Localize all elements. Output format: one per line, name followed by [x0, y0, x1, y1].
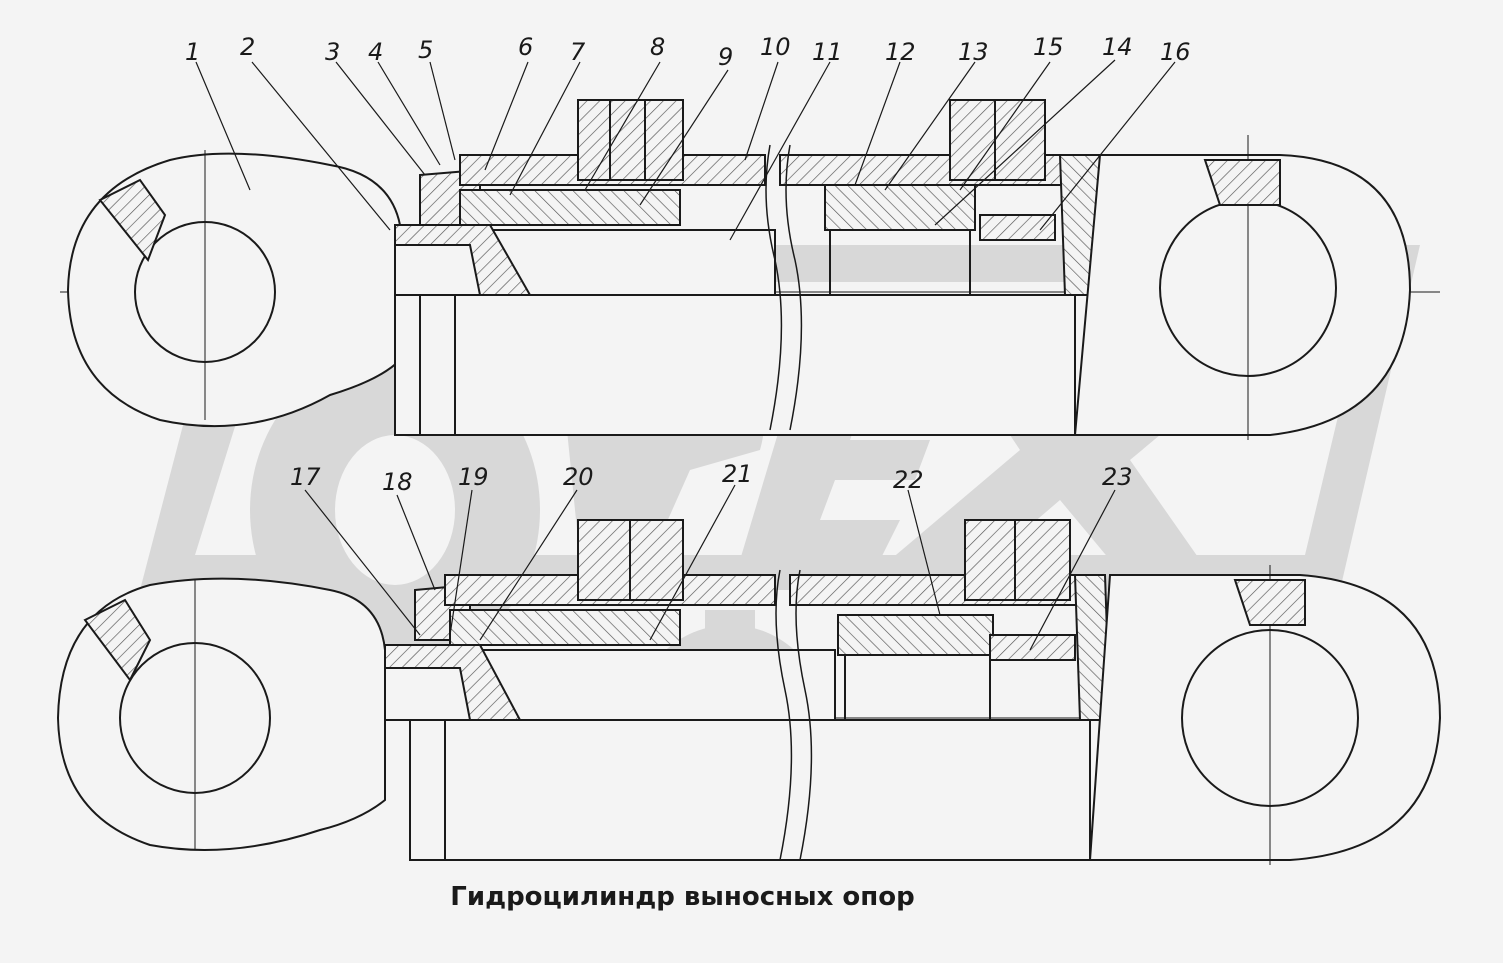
- part-label-17: 17: [290, 463, 321, 491]
- part-label-21: 21: [722, 460, 753, 488]
- part-label-6: 6: [518, 33, 533, 61]
- top-cylinder: [60, 99, 1440, 440]
- part-labels: 1 2 3 4 5 6 7 8 9 10 11 12 13 15 14 16 1…: [185, 33, 1191, 496]
- part-label-16: 16: [1160, 38, 1191, 66]
- part-label-5: 5: [418, 36, 433, 64]
- part-label-10: 10: [760, 33, 791, 61]
- leader-lines: [195, 59, 1176, 651]
- part-label-13: 13: [958, 38, 989, 66]
- part-label-12: 12: [885, 38, 916, 66]
- part-label-1: 1: [185, 38, 200, 66]
- part-label-18: 18: [382, 468, 413, 496]
- part-label-15: 15: [1033, 33, 1064, 61]
- part-label-9: 9: [718, 43, 733, 71]
- part-label-19: 19: [458, 463, 489, 491]
- part-label-7: 7: [570, 38, 586, 66]
- part-label-22: 22: [893, 466, 924, 494]
- part-label-8: 8: [650, 33, 665, 61]
- part-label-4: 4: [368, 38, 383, 66]
- bottom-cylinder: [56, 519, 1442, 865]
- part-label-23: 23: [1102, 463, 1133, 491]
- part-label-2: 2: [240, 33, 255, 61]
- part-label-20: 20: [563, 463, 594, 491]
- drawing-caption: Гидроцилиндр выносных опор: [450, 882, 915, 912]
- part-label-14: 14: [1102, 33, 1133, 61]
- part-label-11: 11: [812, 38, 843, 66]
- part-label-3: 3: [325, 38, 340, 66]
